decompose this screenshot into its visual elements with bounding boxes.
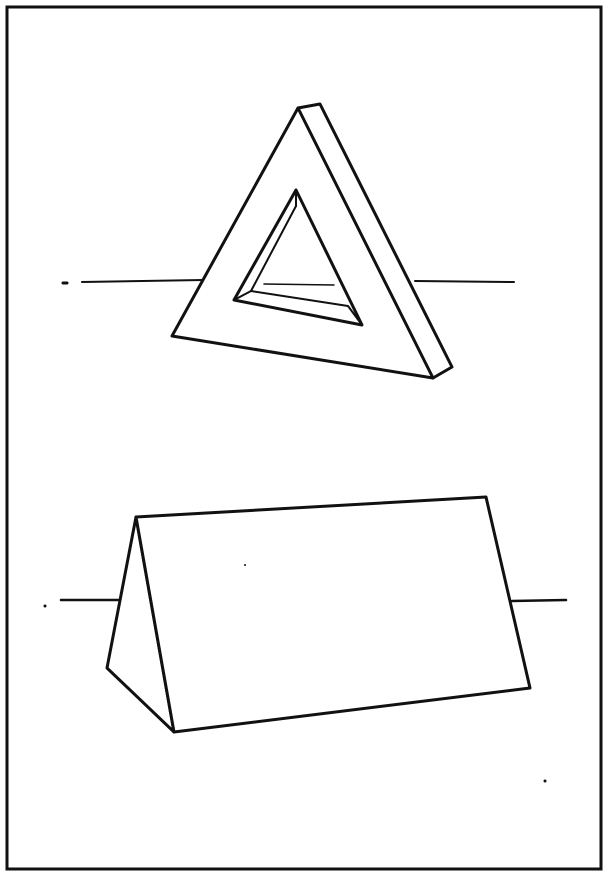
prism-horizon-right <box>512 600 566 601</box>
horizon-line-left-main <box>82 280 203 282</box>
prism-front-face <box>136 497 530 732</box>
bottom-panel <box>61 497 566 732</box>
speck <box>44 605 47 608</box>
horizon-line-right <box>415 281 514 282</box>
horizon-through-opening <box>264 284 334 285</box>
top-panel <box>63 104 514 378</box>
speck <box>244 564 246 566</box>
speck <box>544 780 547 783</box>
